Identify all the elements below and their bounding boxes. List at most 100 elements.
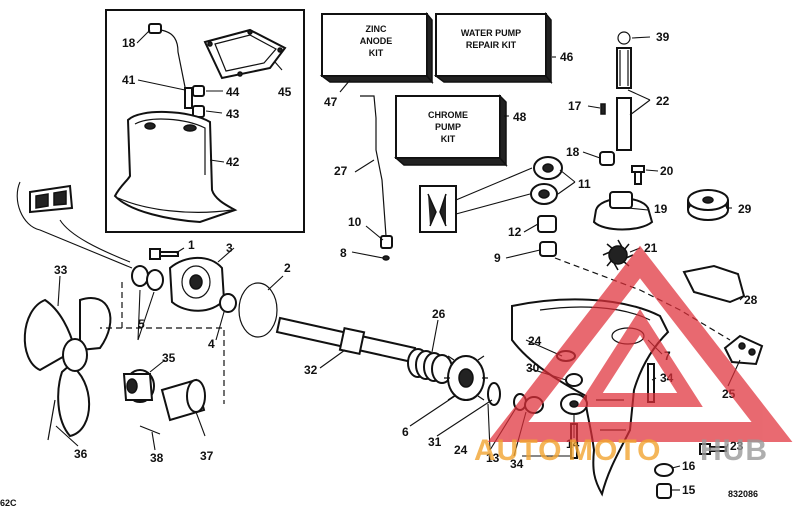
o-ring-part-39 [617, 31, 631, 45]
callout-15: 15 [682, 483, 696, 497]
callout-35: 35 [162, 351, 176, 365]
callout-19: 19 [654, 202, 668, 216]
spline-coupling-part-35 [122, 369, 155, 403]
hub-part-37 [160, 378, 206, 422]
callout-9: 9 [494, 251, 501, 265]
washer-part-31 [487, 382, 501, 406]
callout-3: 3 [226, 241, 233, 255]
gear-part-6 [444, 355, 488, 401]
detail-leader-left [16, 181, 133, 269]
spring-part-26 [407, 348, 453, 384]
water-pump-kit-line1: WATER PUMP [461, 28, 521, 38]
inset-frame [105, 9, 305, 233]
chrome-kit-line2: PUMP [435, 122, 461, 132]
bearing-part-4 [219, 293, 237, 313]
callout-44: 44 [226, 85, 240, 99]
screw-part-1 [149, 248, 179, 260]
callout-13: 13 [486, 451, 500, 465]
nut-part-30 [565, 373, 583, 387]
callout-12: 12 [508, 225, 522, 239]
watermark-hub: HUB [700, 434, 768, 467]
water-pump-kit-line2: REPAIR KIT [466, 40, 517, 50]
zinc-kit-line1: ZINC [366, 24, 387, 34]
water-pump-repair-kit-box: WATER PUMP REPAIR KIT [433, 11, 553, 85]
watermark-auto: AUTO [474, 434, 562, 467]
callout-46: 46 [560, 50, 574, 64]
callout-32: 32 [304, 363, 318, 377]
callout-30: 30 [526, 361, 540, 375]
bracket-part-25 [723, 334, 764, 366]
callout-2: 2 [284, 261, 291, 275]
o-ring-part-2 [238, 282, 278, 338]
watermark-moto: MOTO [568, 434, 661, 467]
washer-part-16 [654, 463, 674, 477]
zinc-kit-line3: KIT [369, 48, 384, 58]
watermark-wordmark: AUTO MOTO HUB [474, 434, 768, 467]
grommet-part-29 [687, 189, 729, 221]
screw-part-23 [699, 443, 727, 455]
callout-8: 8 [340, 246, 347, 260]
callout-41: 41 [122, 73, 136, 87]
callout-26: 26 [432, 307, 446, 321]
chrome-pump-kit-box: CHROME PUMP KIT [394, 94, 508, 168]
assembly-guide-left [100, 282, 225, 404]
callout-6: 6 [402, 425, 409, 439]
bushing-part-18 [599, 151, 615, 166]
callout-18a: 18 [122, 36, 136, 50]
callout-42: 42 [226, 155, 240, 169]
callout-31: 31 [428, 435, 442, 449]
chrome-kit-line1: CHROME [428, 110, 468, 120]
callout-24b: 24 [454, 443, 468, 457]
callout-33: 33 [54, 263, 68, 277]
propeller-shaft-part-32 [275, 316, 417, 364]
watermark-triangle-logo [487, 245, 793, 442]
zinc-anode-kit-box: ZINC ANODE KIT [319, 11, 434, 85]
callout-18b: 18 [566, 145, 580, 159]
callout-10: 10 [348, 215, 362, 229]
callout-20: 20 [660, 164, 674, 178]
callout-5: 5 [138, 317, 145, 331]
callout-34b: 34 [510, 457, 524, 471]
bearing-housing-part-3 [168, 256, 226, 312]
washer-part-5b [146, 269, 164, 291]
seal-part-11b [530, 183, 558, 205]
callout-17: 17 [568, 99, 582, 113]
callout-27: 27 [334, 164, 348, 178]
callout-29: 29 [738, 202, 752, 216]
pump-housing-part-19 [592, 191, 654, 231]
callout-39: 39 [656, 30, 670, 44]
callout-38: 38 [150, 451, 164, 465]
callout-21: 21 [644, 241, 658, 255]
callout-23: 23 [730, 439, 744, 453]
callout-28: 28 [744, 293, 758, 307]
drive-shaft-part-22 [616, 47, 632, 151]
pin-part-38 [139, 425, 161, 435]
seal-detail-icon [29, 184, 74, 214]
zinc-kit-line2: ANODE [360, 36, 393, 46]
callout-24a: 24 [528, 334, 542, 348]
exhaust-housing-part-42 [113, 111, 238, 224]
gasket-part-45 [203, 28, 287, 80]
nut-part-15 [656, 483, 672, 499]
callout-11: 11 [578, 177, 591, 191]
pin-part-36 [47, 399, 56, 441]
callout-4: 4 [208, 337, 215, 351]
plate-part-28 [682, 264, 746, 304]
propeller-part-33 [23, 297, 112, 438]
bushing-part-9 [539, 241, 557, 257]
washer-part-5a [131, 265, 149, 287]
seal-part-11a [533, 156, 563, 180]
callout-37: 37 [200, 449, 214, 463]
callout-22: 22 [656, 94, 670, 108]
figure-code-left: 62C [0, 498, 17, 508]
callout-36: 36 [74, 447, 88, 461]
impeller-part-21 [602, 239, 634, 271]
callout-1: 1 [188, 238, 195, 252]
screw-part-20 [631, 165, 645, 185]
rod-part-27 [360, 95, 393, 261]
callout-47: 47 [324, 95, 338, 109]
wrench-detail-icon [419, 167, 533, 233]
callout-48: 48 [513, 110, 527, 124]
callout-16: 16 [682, 459, 696, 473]
